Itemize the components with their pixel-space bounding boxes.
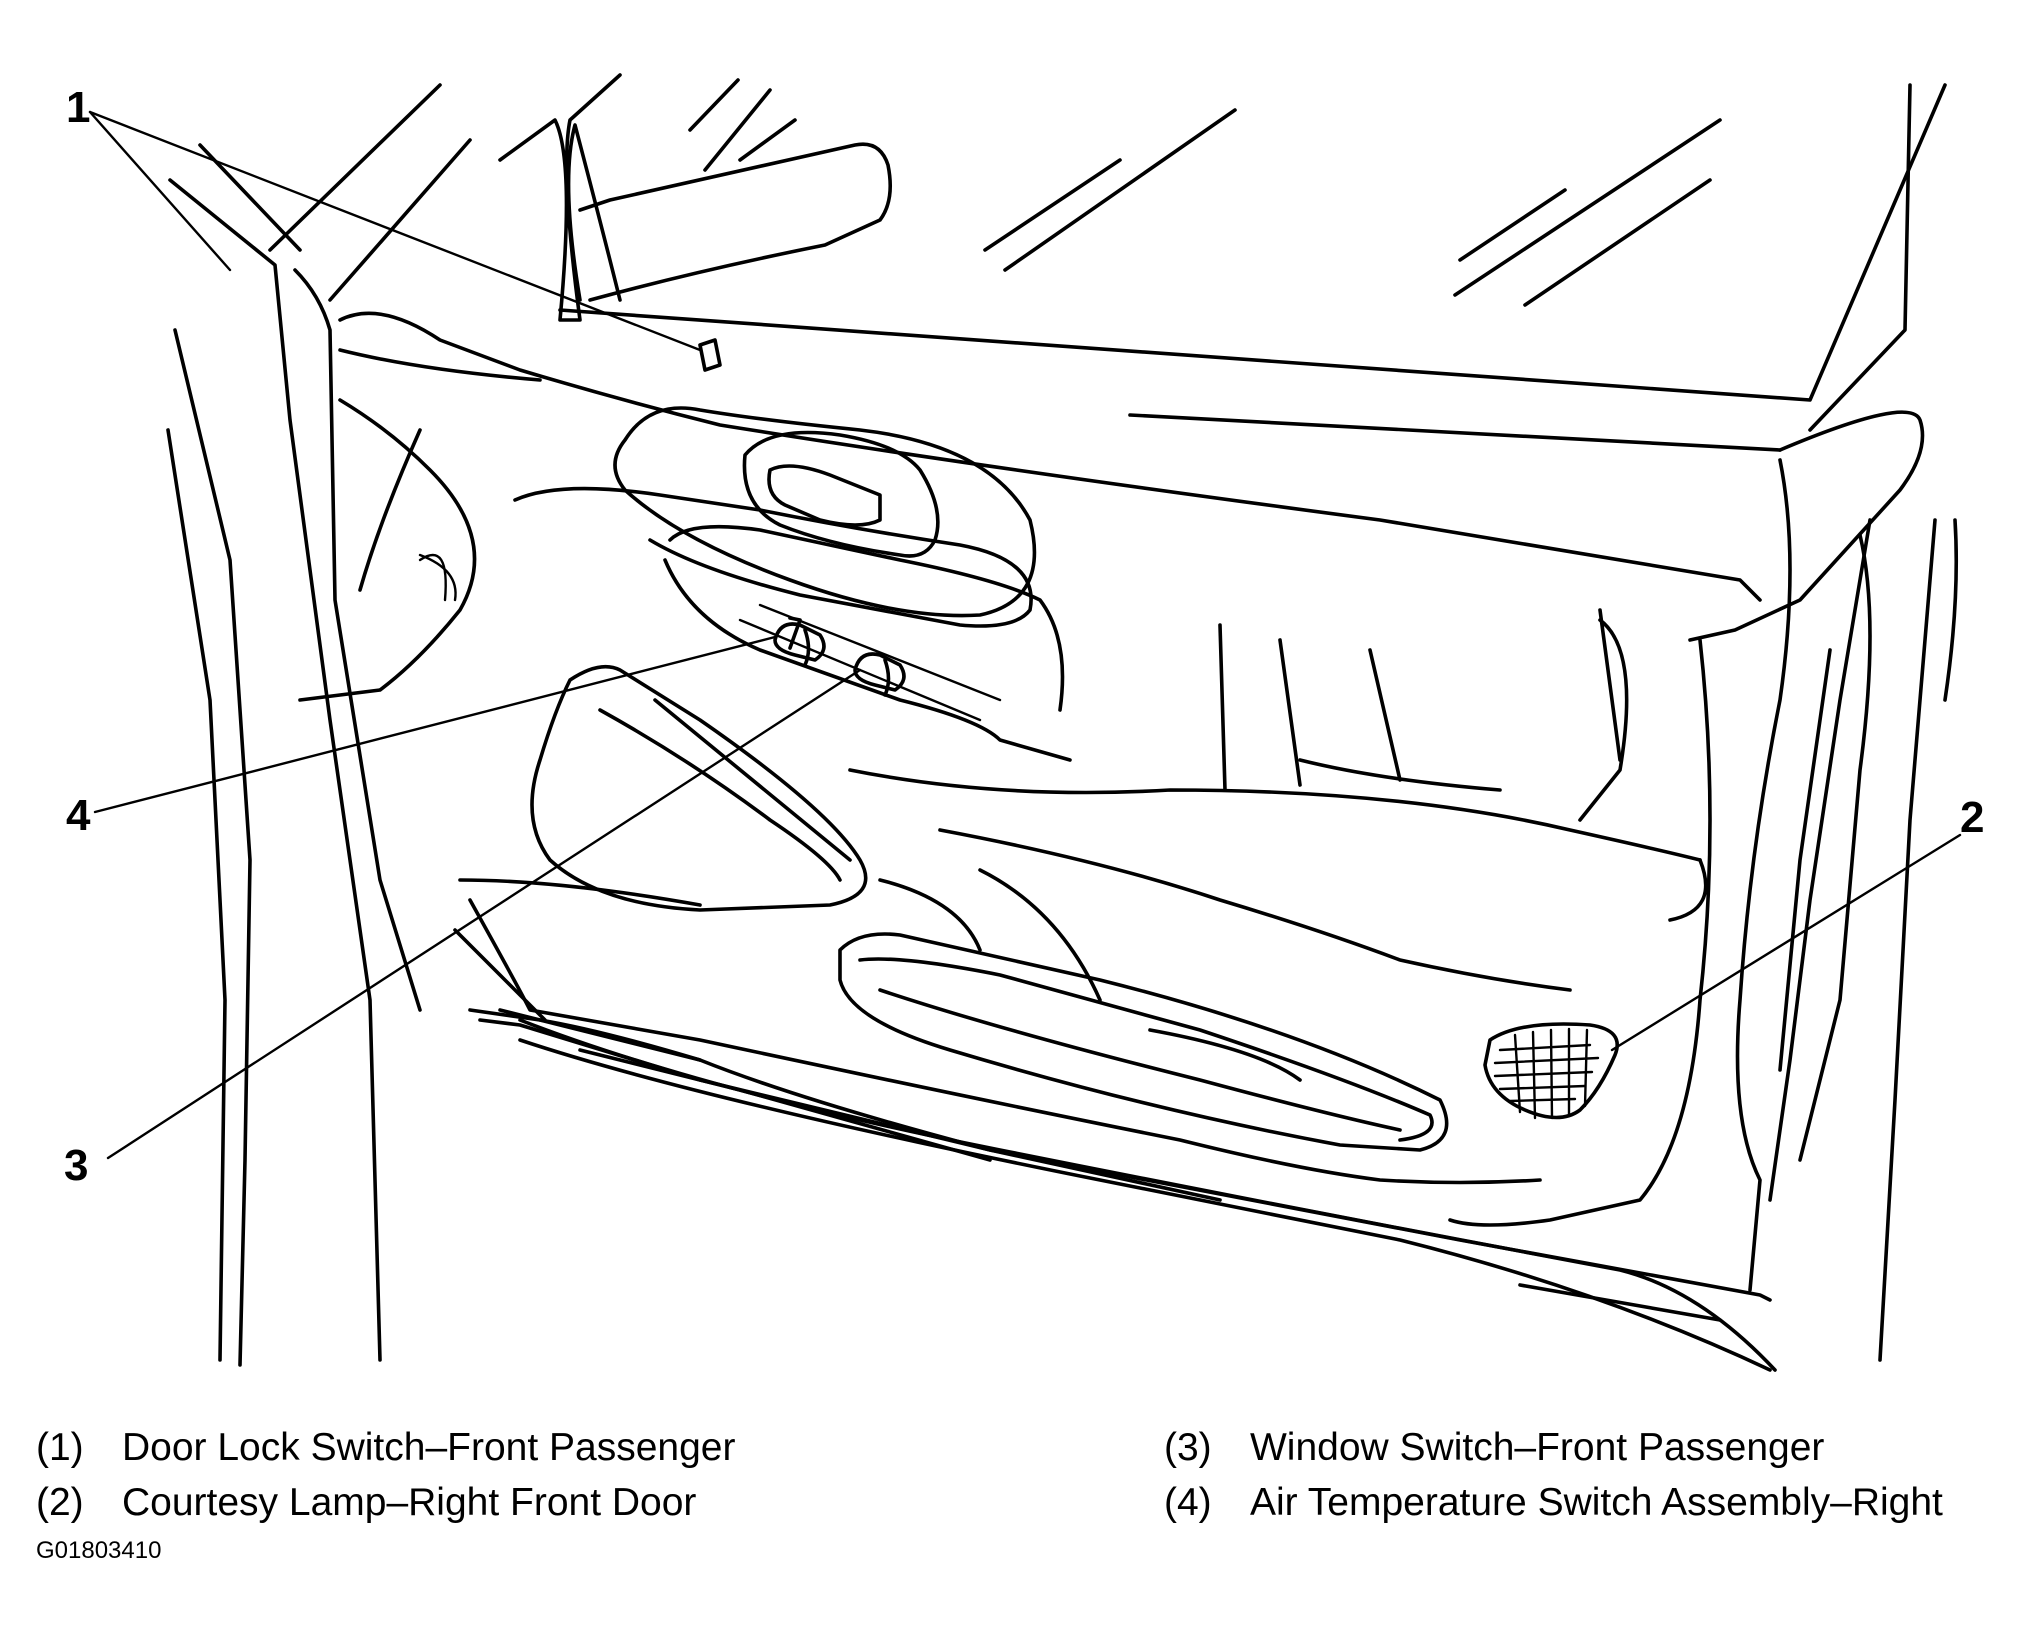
legend-number: (4) [1164,1481,1212,1524]
leader-4 [93,635,777,814]
legend-right-column: (3) Window Switch–Front Passenger (4) Ai… [1164,1420,1943,1530]
callout-leaders [88,110,1962,1160]
leader-2 [1610,833,1962,1052]
legend-item-1: (1) Door Lock Switch–Front Passenger [36,1420,735,1475]
callout-4: 4 [66,791,91,840]
legend-item-4: (4) Air Temperature Switch Assembly–Righ… [1164,1475,1943,1530]
leader-1-a [88,110,702,352]
leader-1-b [88,110,232,272]
legend-number: (3) [1164,1426,1212,1469]
legend-item-3: (3) Window Switch–Front Passenger [1164,1420,1943,1475]
legend-left-column: (1) Door Lock Switch–Front Passenger (2)… [36,1420,735,1530]
legend-number: (2) [36,1481,84,1524]
figure-id: G01803410 [36,1537,162,1564]
door-panel-drawing [166,73,1959,1372]
callout-2: 2 [1960,793,1984,842]
legend-label: Courtesy Lamp–Right Front Door [122,1481,697,1524]
legend-label: Window Switch–Front Passenger [1250,1426,1825,1469]
legend-label: Air Temperature Switch Assembly–Right [1250,1481,1943,1524]
legend-label: Door Lock Switch–Front Passenger [122,1426,736,1469]
callout-3: 3 [64,1141,88,1190]
legend-number: (1) [36,1426,84,1469]
leader-3 [106,668,862,1160]
legend-item-2: (2) Courtesy Lamp–Right Front Door [36,1475,735,1530]
callout-1: 1 [66,83,90,132]
